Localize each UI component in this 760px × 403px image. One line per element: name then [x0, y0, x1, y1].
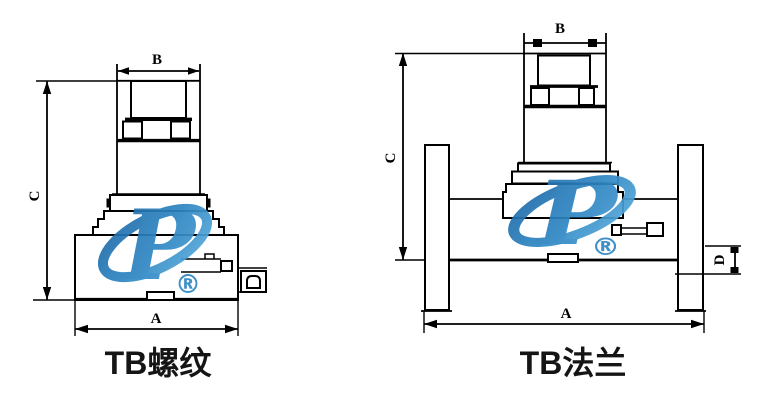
- dim-label-c-right: C: [383, 153, 399, 164]
- caption-flanged: TB法兰: [520, 345, 627, 381]
- logo-swoosh: [97, 203, 213, 283]
- dim-label-b-right: B: [555, 21, 565, 37]
- flange-right: [677, 144, 704, 311]
- coil-window-right: [537, 54, 591, 87]
- brand-watermark-logo-right: P ®: [508, 162, 636, 266]
- dim-label-d-right: D: [712, 254, 728, 265]
- bottom-plate-left: [146, 291, 175, 301]
- coil-window-left: [130, 80, 187, 119]
- stem-end-left: [220, 260, 233, 272]
- caption-threaded: TB螺纹: [105, 345, 213, 381]
- registered-mark: ®: [175, 270, 201, 300]
- dim-label-a-right: A: [561, 306, 572, 322]
- registered-mark: ®: [591, 234, 620, 262]
- flange-left: [424, 144, 450, 311]
- dim-label-b-left: B: [152, 52, 162, 68]
- dim-label-a-left: A: [151, 311, 162, 327]
- logo-letter: P: [120, 189, 198, 302]
- stem-end-right: [646, 222, 664, 237]
- brand-watermark-logo-left: P ®: [97, 189, 213, 302]
- bottom-plate-right: [547, 253, 579, 263]
- dim-label-c-left: C: [27, 191, 43, 202]
- logo-swoosh: [508, 174, 636, 248]
- logo-letter: P: [533, 162, 620, 265]
